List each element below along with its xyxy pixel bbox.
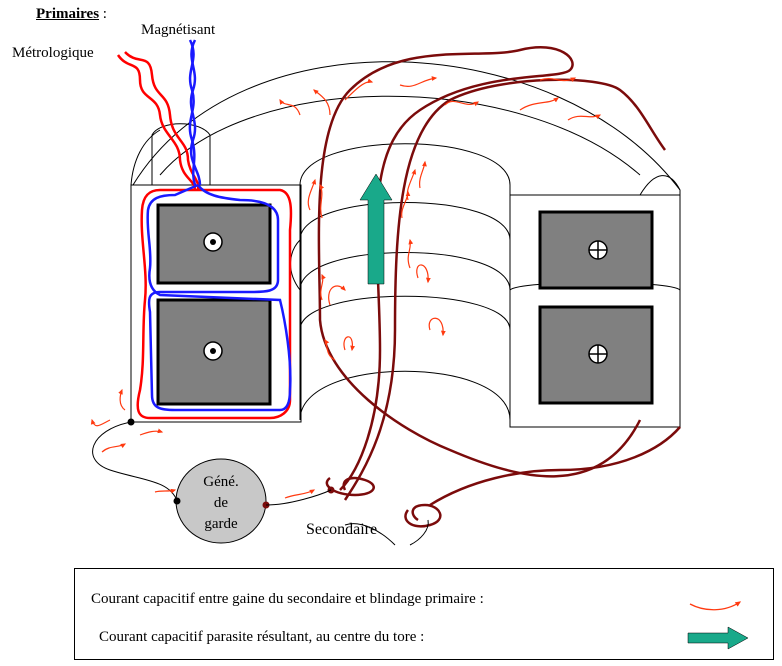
metrologique-label: Métrologique: [12, 45, 94, 61]
current-out-of-page-icon: [203, 341, 223, 361]
primaires-title: Primaires: [36, 6, 100, 22]
legend-orange-arrow-icon: [689, 601, 742, 611]
legend-teal-arrow-icon: [687, 626, 749, 650]
generator-label-line3: garde: [204, 516, 238, 532]
guard-connection-wires: [92, 421, 429, 546]
metrologique-primary-wire: [116, 51, 293, 420]
current-into-page-icon: [588, 240, 608, 260]
primaires-label: Primaires :: [36, 6, 107, 23]
capacitive-current-arrows: [90, 76, 602, 499]
generator-label-line2: de: [213, 495, 229, 511]
legend-box: Courant capacitif entre gaine du seconda…: [74, 568, 774, 660]
resultant-current-arrow: [359, 173, 393, 285]
magnetisant-label: Magnétisant: [141, 22, 216, 38]
legend-item-capacitive-current: Courant capacitif entre gaine du seconda…: [91, 591, 484, 607]
current-into-page-icon: [588, 344, 608, 364]
toroid-inner-arc: [159, 95, 641, 176]
legend-item-parasitic-current: Courant capacitif parasite résultant, au…: [99, 629, 425, 645]
magnetisant-primary-wire: [146, 39, 292, 412]
secondaire-label: Secondaire: [306, 521, 378, 538]
current-out-of-page-icon: [203, 232, 223, 252]
primaires-colon: :: [99, 6, 107, 22]
generator-label-line1: Géné.: [203, 474, 239, 490]
